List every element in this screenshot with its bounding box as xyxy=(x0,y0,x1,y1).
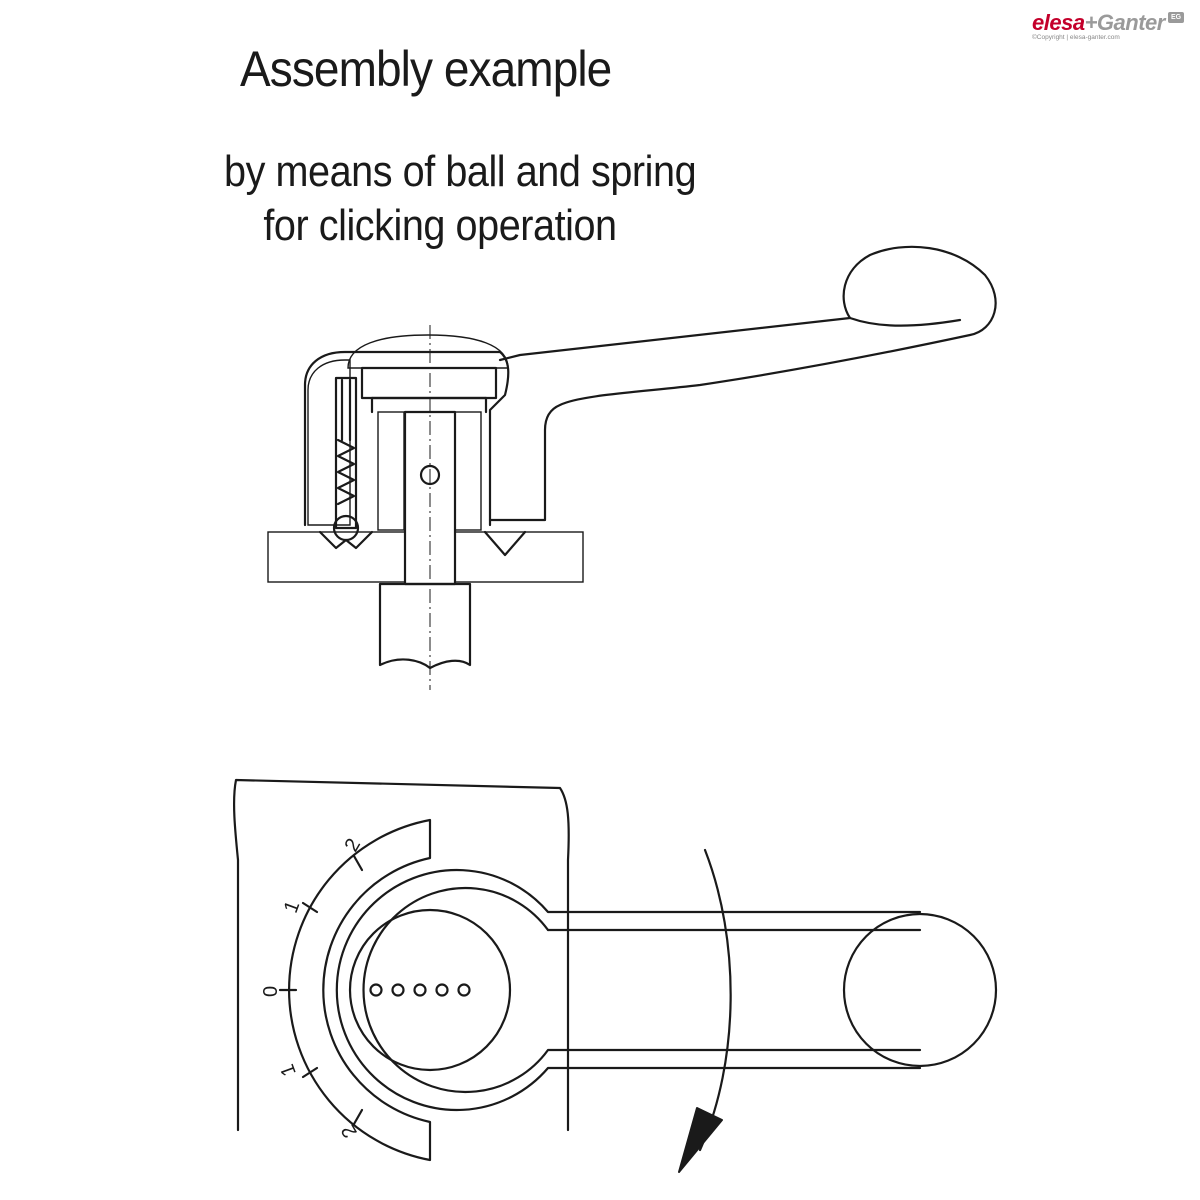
knob-cap xyxy=(347,334,509,369)
insert xyxy=(360,366,498,400)
scale-label-plus-2: 2 xyxy=(340,835,365,856)
lever-ball-end xyxy=(842,912,998,1068)
spring-plunger xyxy=(332,376,360,542)
lever-arm-inner xyxy=(848,316,962,327)
diagram-subtitle: by means of ball and spring for clicking… xyxy=(224,145,697,253)
lever-top-view-icon: 2 1 0 1 2 xyxy=(232,778,998,1173)
shaft-pin xyxy=(419,464,441,486)
brand-logo: elesa+Ganter EG ©Copyright | elesa-gante… xyxy=(1032,10,1184,50)
scale-ticks xyxy=(278,854,364,1126)
hub-cap xyxy=(348,908,512,1072)
lever-cross-section-icon xyxy=(267,245,997,690)
scale-label-zero: 0 xyxy=(260,986,282,997)
indicator-dots xyxy=(369,983,471,997)
hub-wall-left xyxy=(307,359,351,526)
inner-sleeve-left xyxy=(377,411,405,531)
base-plate-right xyxy=(454,531,584,583)
subtitle-line-1: by means of ball and spring xyxy=(224,147,697,196)
scale-label-plus-1: 1 xyxy=(280,898,304,916)
lever-outline xyxy=(335,868,922,1112)
scale-label-minus-1: 1 xyxy=(276,1061,300,1079)
brand-name-elesa: elesa xyxy=(1032,10,1085,35)
diagram-title: Assembly example xyxy=(240,41,612,97)
hub-body xyxy=(303,350,510,527)
scale-ring xyxy=(287,818,432,1162)
brand-copyright: ©Copyright | elesa-ganter.com xyxy=(1032,34,1120,41)
mounting-panel xyxy=(232,778,570,1132)
subtitle-line-2: for clicking operation xyxy=(263,201,617,250)
scale-label-minus-2: 2 xyxy=(337,1121,362,1142)
brand-badge: EG xyxy=(1168,12,1184,23)
base-plate-left xyxy=(267,531,406,583)
lever-arm xyxy=(488,245,997,522)
inner-sleeve-right xyxy=(454,411,482,531)
brand-name-ganter: +Ganter xyxy=(1084,10,1166,35)
rotation-arrow-icon xyxy=(678,848,732,1173)
shaft-lower xyxy=(378,582,472,670)
